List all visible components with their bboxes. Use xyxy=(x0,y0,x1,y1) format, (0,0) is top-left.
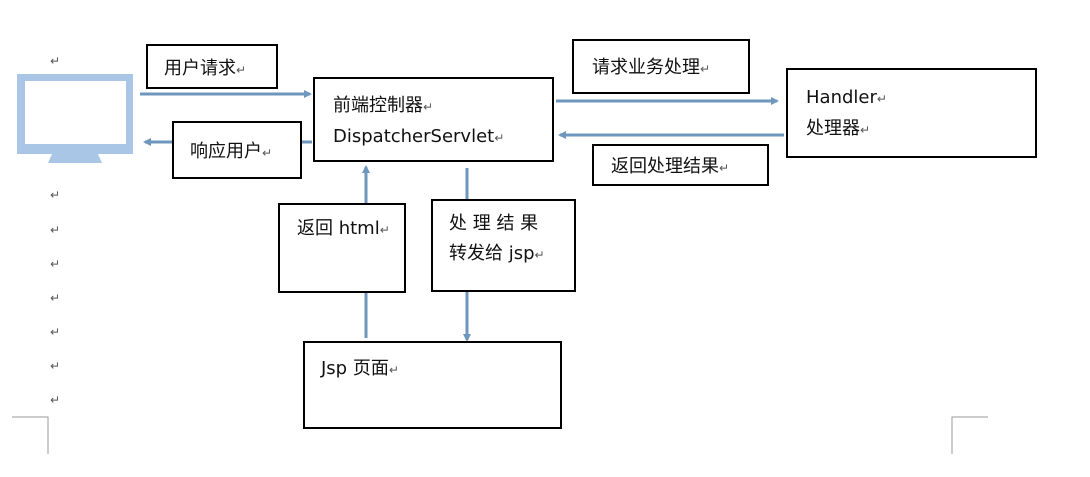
handler-cn-label: 处理器 xyxy=(806,118,860,139)
return-result-box: 返回处理结果↵ xyxy=(592,144,769,186)
front-controller-label: 前端控制器 xyxy=(333,95,423,116)
paragraph-mark: ↵ xyxy=(50,291,61,305)
jsp-page-box: Jsp 页面↵ xyxy=(303,341,562,429)
forward-line1: 处 理 结 果 xyxy=(449,213,539,234)
forward-result-box: 处 理 结 果 转发给 jsp↵ xyxy=(431,199,576,292)
page-corner-mark-left xyxy=(12,416,49,454)
user-request-box: 用户请求↵ xyxy=(146,44,278,89)
return-result-label: 返回处理结果 xyxy=(611,156,719,177)
handler-label: Handler xyxy=(806,87,877,108)
paragraph-mark: ↵ xyxy=(423,100,434,114)
return-html-label: 返回 html xyxy=(297,218,380,239)
paragraph-mark: ↵ xyxy=(719,161,730,175)
paragraph-mark: ↵ xyxy=(50,325,61,339)
paragraph-mark: ↵ xyxy=(50,359,61,373)
forward-line2: 转发给 jsp xyxy=(449,243,535,264)
paragraph-mark: ↵ xyxy=(50,393,61,407)
return-html-box: 返回 html↵ xyxy=(278,203,406,293)
paragraph-mark: ↵ xyxy=(236,63,247,77)
user-request-label: 用户请求 xyxy=(164,58,236,79)
request-business-label: 请求业务处理 xyxy=(592,57,700,78)
paragraph-mark: ↵ xyxy=(876,92,887,106)
monitor-icon xyxy=(17,74,133,163)
respond-user-box: 响应用户↵ xyxy=(172,121,302,179)
paragraph-mark: ↵ xyxy=(494,131,505,145)
paragraph-mark: ↵ xyxy=(262,146,273,160)
paragraph-mark: ↵ xyxy=(50,54,61,68)
paragraph-mark: ↵ xyxy=(379,223,390,237)
request-business-box: 请求业务处理↵ xyxy=(572,39,750,94)
page-corner-mark-right xyxy=(951,416,988,454)
handler-box: Handler↵ 处理器↵ xyxy=(786,68,1037,158)
paragraph-mark: ↵ xyxy=(50,257,61,271)
jsp-page-label: Jsp 页面 xyxy=(321,358,389,379)
paragraph-mark: ↵ xyxy=(50,188,61,202)
paragraph-mark: ↵ xyxy=(50,223,61,237)
paragraph-mark: ↵ xyxy=(388,363,399,377)
dispatcher-servlet-label: DispatcherServlet xyxy=(333,126,495,147)
paragraph-mark: ↵ xyxy=(700,62,711,76)
paragraph-mark: ↵ xyxy=(860,123,871,137)
respond-user-label: 响应用户 xyxy=(190,141,262,162)
front-controller-box: 前端控制器↵ DispatcherServlet↵ xyxy=(313,77,554,162)
paragraph-mark: ↵ xyxy=(534,248,545,262)
